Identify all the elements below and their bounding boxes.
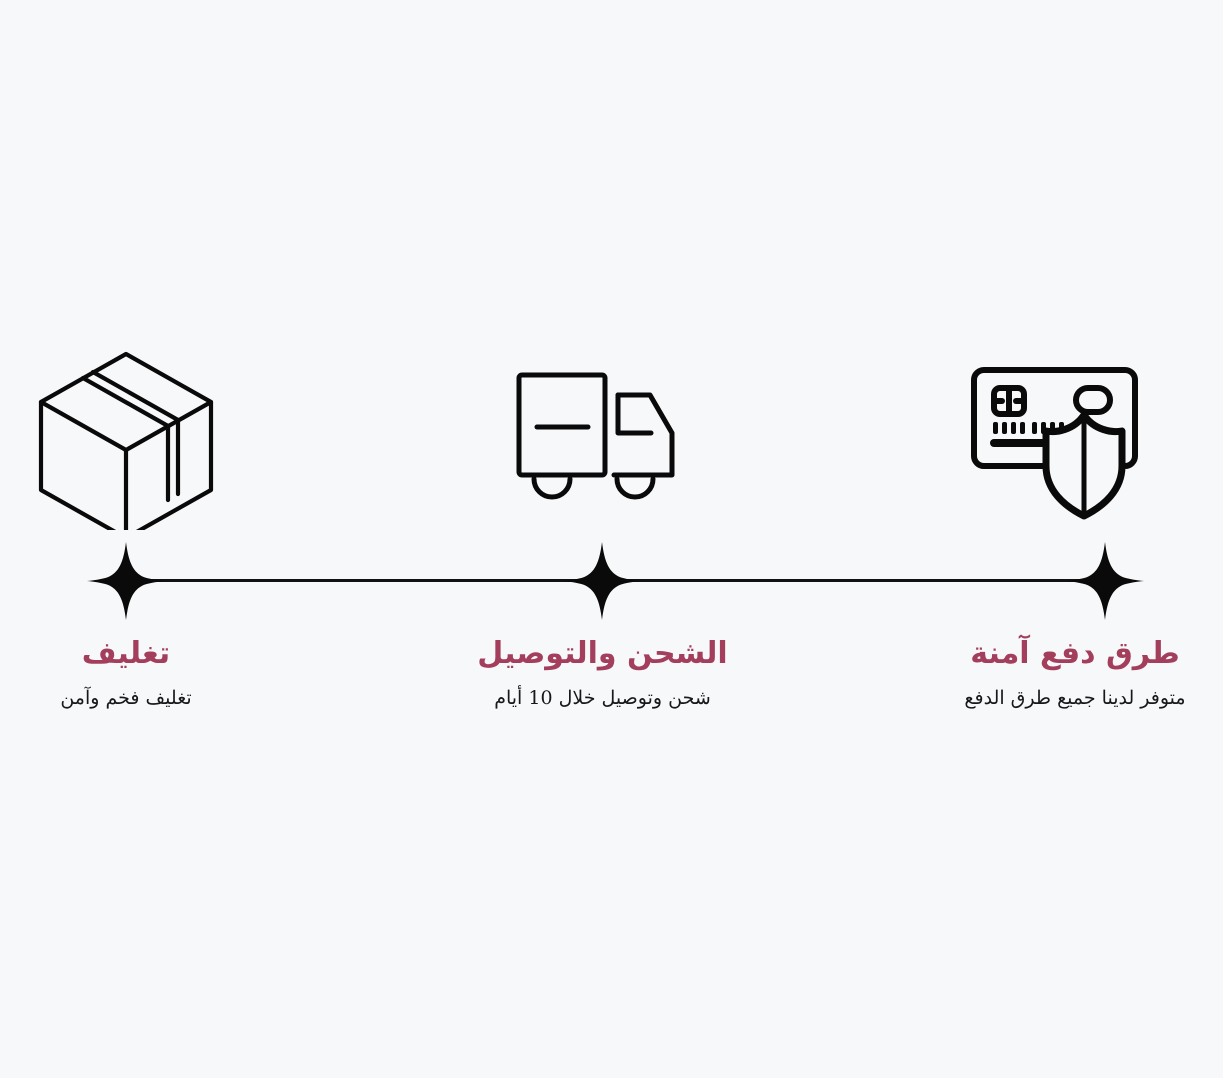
delivery-truck-icon [516,372,675,500]
feature-text-row: تغليف تغليف فخم وآمن الشحن والتوصيل شحن … [0,632,1223,742]
package-box-icon [38,351,214,530]
feature-description-packaging: تغليف فخم وآمن [60,687,192,709]
secure-payment-card-icon [971,367,1138,520]
four-point-star-icon [1066,542,1144,620]
feature-icons-row [0,330,1223,540]
timeline-marker-payment [1064,540,1146,622]
feature-item-shipping: الشحن والتوصيل شحن وتوصيل خلال 10 أيام [440,632,765,712]
feature-icon-slot-shipping [492,330,712,540]
feature-item-packaging: تغليف تغليف فخم وآمن [16,632,236,712]
four-point-star-icon [87,542,165,620]
timeline-marker-packaging [85,540,167,622]
feature-icon-slot-payment [945,330,1165,540]
timeline-marker-shipping [561,540,643,622]
feature-title-shipping: الشحن والتوصيل [477,636,728,671]
timeline-connector [0,540,1223,622]
feature-description-shipping: شحن وتوصيل خلال 10 أيام [494,687,711,709]
four-point-star-icon [563,542,641,620]
feature-description-payment: متوفر لدينا جميع طرق الدفع [964,687,1186,709]
feature-item-payment: طرق دفع آمنة متوفر لدينا جميع طرق الدفع [930,632,1220,712]
feature-icon-slot-packaging [16,330,236,540]
shield-icon [1042,411,1126,520]
feature-title-packaging: تغليف [81,636,171,671]
feature-title-payment: طرق دفع آمنة [970,636,1180,671]
